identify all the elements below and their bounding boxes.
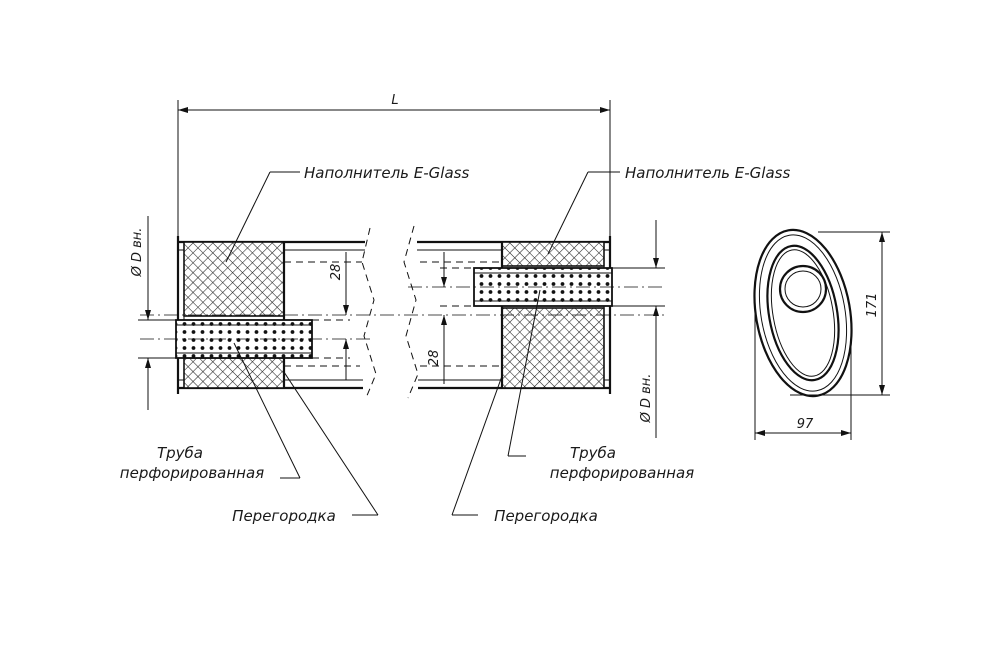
right-baffle-label: Перегородка: [494, 507, 598, 525]
left-pipe-label-2: перфорированная: [120, 464, 264, 482]
outlet-pipe-inner: [784, 270, 822, 308]
height-label: 171: [865, 293, 880, 318]
right-pipe-callout: Труба перфорированная: [507, 289, 694, 482]
left-filler-label: Наполнитель E-Glass: [304, 164, 469, 182]
right-baffle-callout: Перегородка: [451, 375, 598, 525]
right-pipe-label-1: Труба: [570, 444, 616, 462]
left-offset-dimension: 28: [329, 252, 349, 380]
right-perforated-pipe: [473, 267, 613, 307]
left-diameter-dimension: Ø D вн.: [130, 216, 176, 410]
end-view: 171 97: [753, 228, 890, 440]
right-filler-label: Наполнитель E-Glass: [625, 164, 790, 182]
right-pipe-label-2: перфорированная: [550, 464, 694, 482]
right-diameter-label: Ø D вн.: [639, 374, 654, 424]
left-diameter-label: Ø D вн.: [130, 228, 145, 278]
outlet-pipe-outer: [778, 264, 828, 314]
width-label: 97: [797, 417, 814, 432]
right-filler-top: [501, 241, 605, 267]
left-baffle-label: Перегородка: [232, 507, 336, 525]
left-break-line: [361, 227, 377, 399]
left-baffle-callout: Перегородка: [232, 371, 379, 525]
right-offset-dimension: 28: [427, 252, 447, 384]
right-filler-bottom: [501, 307, 605, 389]
left-pipe-label-1: Труба: [157, 444, 203, 462]
right-filler-callout: Наполнитель E-Glass: [547, 164, 790, 255]
left-offset-label: 28: [329, 264, 344, 281]
length-label: L: [391, 93, 398, 108]
left-pipe-callout: Труба перфорированная: [120, 342, 301, 482]
right-diameter-dimension: Ø D вн.: [612, 220, 665, 438]
left-filler-callout: Наполнитель E-Glass: [225, 164, 469, 263]
right-offset-label: 28: [427, 350, 442, 367]
right-section: [403, 225, 613, 399]
oval-outer: [753, 228, 853, 398]
left-filler-top: [183, 241, 285, 317]
left-filler-bottom: [183, 357, 285, 389]
right-break-line: [403, 225, 419, 399]
length-dimension: L: [177, 93, 611, 236]
